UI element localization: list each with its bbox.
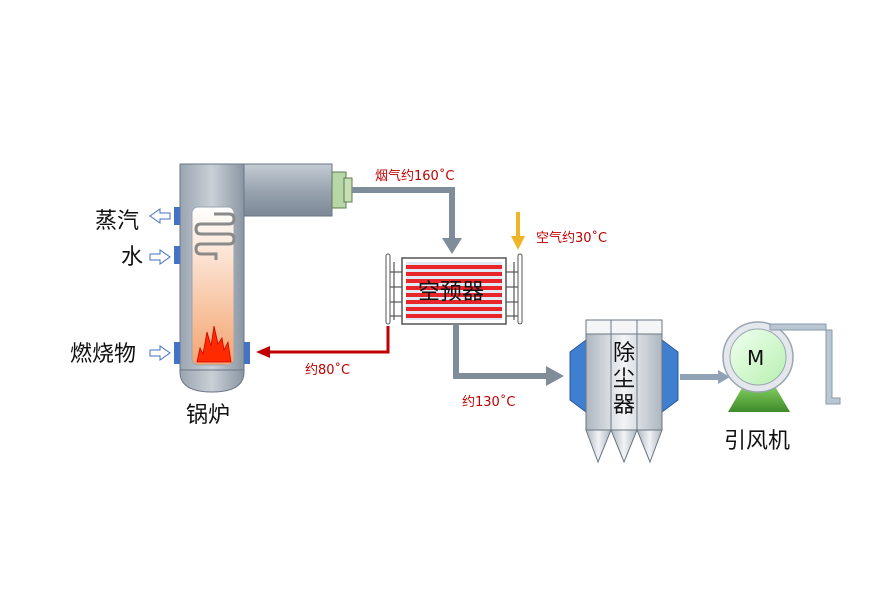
air-arrow-icon: [511, 236, 525, 250]
preheater-tubes: [406, 265, 502, 318]
coil-icon: [194, 212, 236, 260]
boiler: [174, 163, 353, 393]
fan-arrow-icon: [718, 370, 730, 384]
dust-collector: [569, 319, 679, 464]
return-nozzle: [244, 342, 250, 364]
flue-gas-arrow-icon: [442, 238, 462, 254]
dust-collector-char-1: 除: [613, 341, 635, 366]
fuel-nozzle: [174, 342, 180, 364]
water-nozzle: [174, 246, 180, 264]
boiler-label: 锅炉: [186, 403, 230, 428]
motor-icon: [729, 328, 787, 386]
fan-connector: [680, 370, 730, 384]
outlet-hot-label: 约80˚C: [305, 362, 350, 378]
fuel-arrow-icon: [149, 345, 171, 361]
fan-outlet-duct: [769, 323, 841, 405]
motor-label: M: [747, 346, 764, 370]
air-preheater-label: 空预器: [418, 280, 484, 305]
collector-inlet-cone: [569, 339, 587, 413]
furnace-chamber: [191, 206, 235, 366]
induced-fan: [722, 321, 841, 412]
water-label: 水: [121, 245, 143, 270]
fan-base: [728, 388, 790, 412]
return-arrow-icon: [256, 346, 270, 358]
boiler-arrows: [149, 208, 171, 361]
cool-gas-arrow-icon: [546, 366, 564, 386]
flame-icon: [196, 325, 232, 363]
dust-collector-char-2: 尘: [613, 367, 635, 392]
hot-air-return: [256, 326, 390, 358]
boiler-bottom: [179, 369, 245, 393]
flue-gas-label: 烟气约160˚C: [375, 168, 454, 184]
outlet-cool-label: 约130˚C: [462, 394, 515, 410]
steam-arrow-icon: [149, 208, 171, 224]
dust-collector-char-3: 器: [613, 393, 635, 418]
flue-gas-duct: [352, 187, 462, 254]
steam-label: 蒸汽: [95, 209, 139, 234]
fuel-label: 燃烧物: [70, 342, 136, 367]
cool-gas-duct: [453, 324, 564, 386]
steam-nozzle: [174, 207, 180, 225]
collector-outlet-cone: [661, 339, 679, 413]
induced-fan-label: 引风机: [724, 429, 790, 454]
air-preheater: [385, 253, 523, 325]
water-arrow-icon: [149, 249, 171, 265]
air-inlet: [511, 212, 525, 250]
air-label: 空气约30˚C: [536, 230, 607, 246]
